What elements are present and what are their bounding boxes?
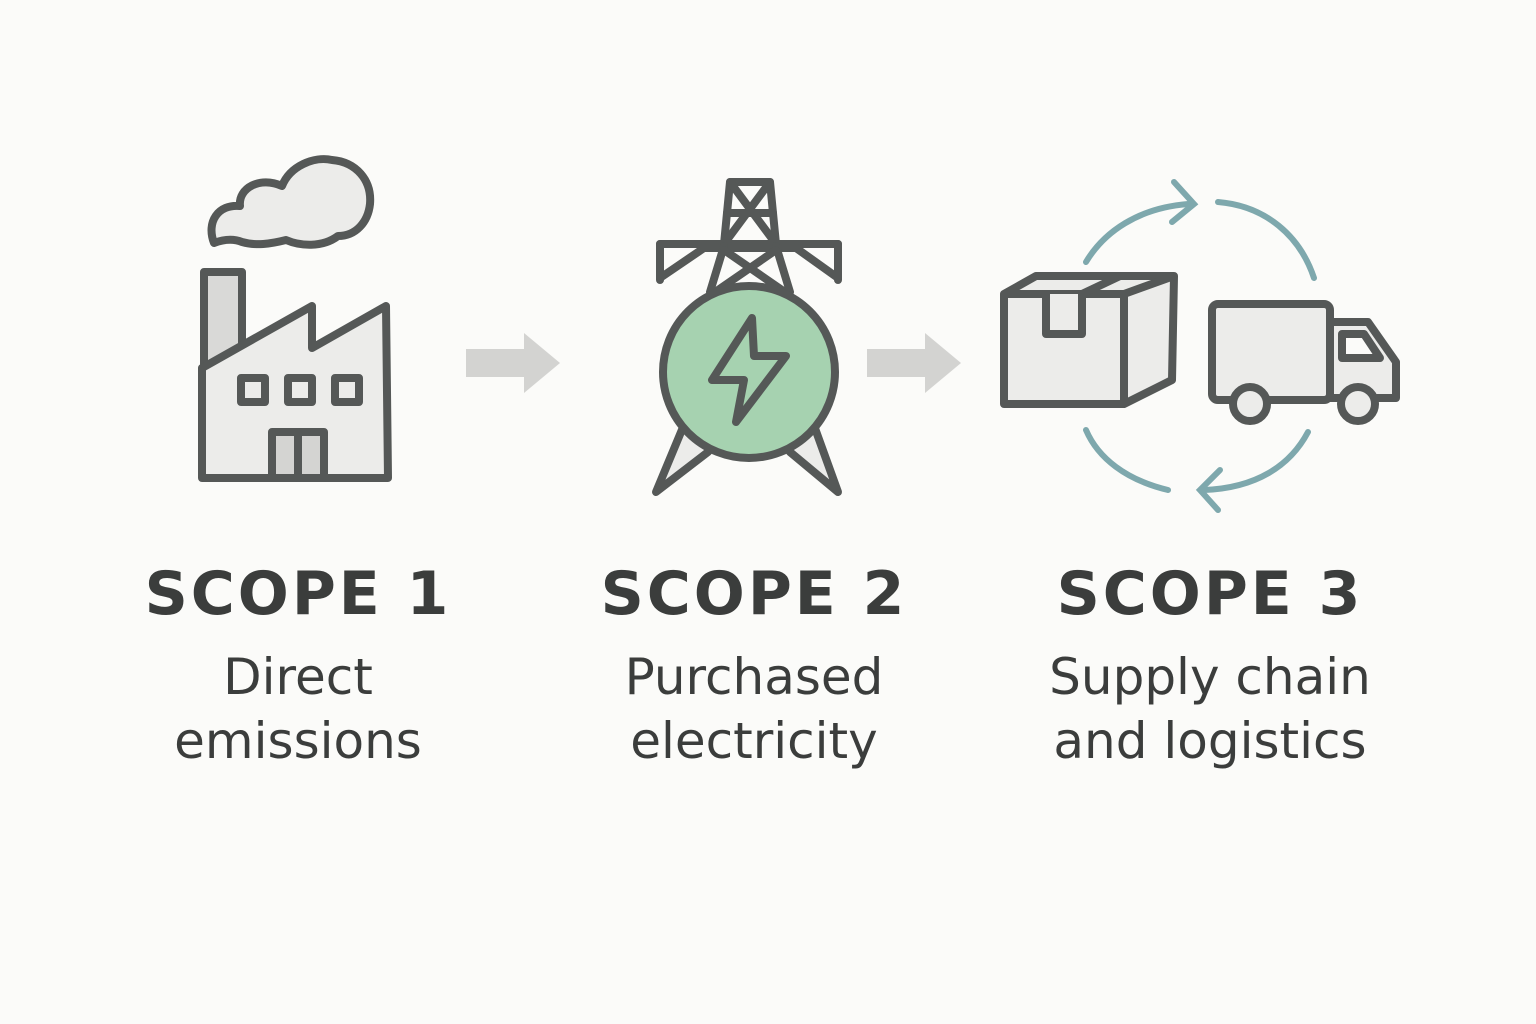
power-tower-icon <box>652 178 842 496</box>
scope-3-description-line: Supply chain <box>1049 648 1371 706</box>
scope-1-description-line: Direct <box>223 648 373 706</box>
scope-1-description: Direct emissions <box>88 645 508 773</box>
scope-3-title: SCOPE 3 <box>1056 559 1364 629</box>
scope-1-description-line: emissions <box>174 712 422 770</box>
factory-window <box>331 374 363 406</box>
scope-1-title: SCOPE 1 <box>144 559 452 629</box>
scope-2-title: SCOPE 2 <box>600 559 908 629</box>
scope-2-description-line: electricity <box>630 712 878 770</box>
package-box-icon <box>1000 272 1178 408</box>
scope-2-description: Purchased electricity <box>544 645 964 773</box>
supply-chain-cycle-icon <box>1083 179 1317 513</box>
scope-3-description: Supply chain and logistics <box>1000 645 1420 773</box>
scope-3-description-line: and logistics <box>1053 712 1367 770</box>
factory-window <box>284 374 316 406</box>
factory-window <box>237 374 269 406</box>
smoke-cloud-icon <box>207 155 375 249</box>
scope-2-description-line: Purchased <box>624 648 884 706</box>
flow-arrow-icon <box>466 333 560 393</box>
flow-arrow-icon <box>867 333 961 393</box>
delivery-truck-icon <box>1208 300 1400 425</box>
factory-icon <box>198 155 392 482</box>
lightning-bolt-icon <box>708 314 790 426</box>
